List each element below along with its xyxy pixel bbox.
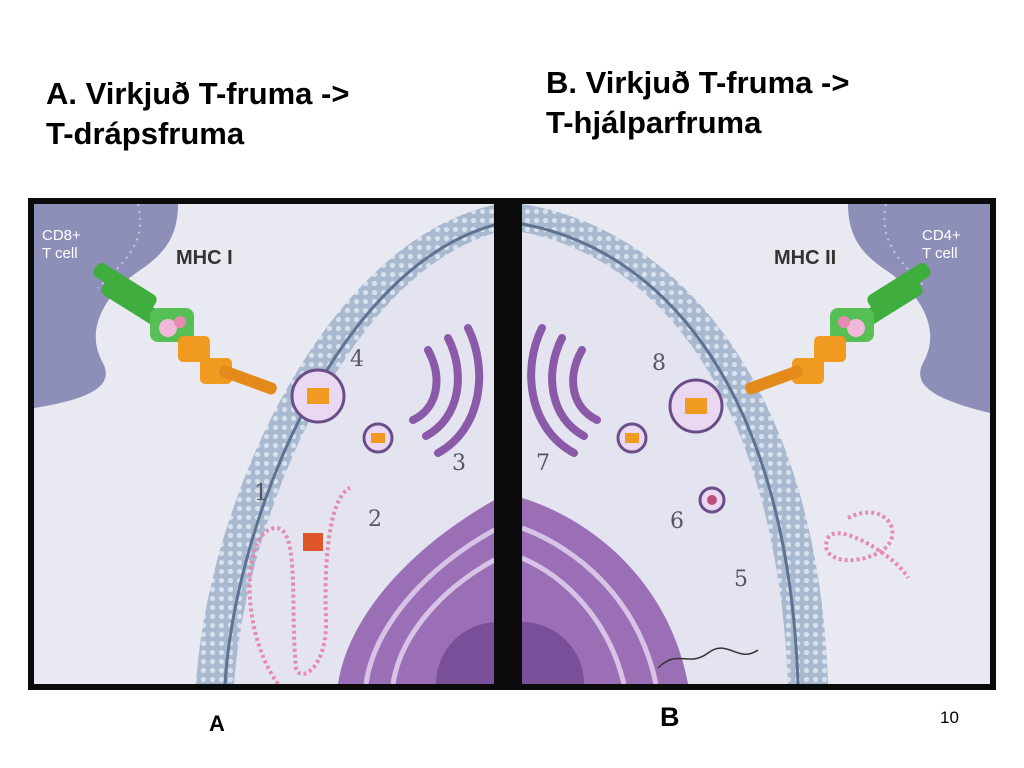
step-number: 7: [536, 451, 550, 476]
panel-b-label: B: [660, 702, 680, 732]
t-cell-label-a: T cell: [42, 245, 78, 262]
page-number: 10: [940, 708, 959, 727]
step-number: 5: [734, 567, 748, 592]
title-a: A. Virkjuð T-fruma -> T-drápsfruma: [46, 74, 349, 154]
step-number: 1: [254, 481, 268, 506]
panel-a-label: A: [209, 711, 225, 736]
protein-chain-1: [247, 486, 352, 684]
antigen-presentation-figure: 1 2 3 4 CD8+ T cell MHC I: [28, 198, 996, 690]
title-b-line1: B. Virkjuð T-fruma ->: [546, 65, 850, 100]
title-b-line2: T-hjálparfruma: [546, 105, 762, 140]
panel-b: 5 6 7 8 CD4+ T cell MHC II: [522, 204, 990, 684]
step-number: 8: [652, 351, 666, 376]
mhc-i-molecule-a: [159, 316, 277, 395]
panel-b-membrane-line: [522, 222, 800, 684]
nucleus-a: [436, 622, 494, 684]
panel-a: 1 2 3 4 CD8+ T cell MHC I: [34, 204, 494, 684]
nucleus-b: [522, 622, 584, 684]
artist-signature: [657, 647, 759, 669]
cd8-label: CD8+: [42, 227, 81, 244]
panel-divider: [494, 198, 522, 690]
mhc-ii-label: MHC II: [774, 247, 836, 269]
step-number: 2: [368, 507, 382, 532]
extracellular-protein: [824, 510, 910, 580]
proteasome: [303, 533, 323, 551]
title-b: B. Virkjuð T-fruma -> T-hjálparfruma: [546, 63, 849, 143]
step-number: 6: [670, 509, 684, 534]
mhc-ii-molecule-b: [745, 316, 865, 395]
cd4-t-cell: [848, 204, 990, 413]
golgi-a: [409, 324, 484, 457]
er-a: [338, 500, 494, 684]
step-number: 4: [350, 347, 364, 372]
title-a-line1: A. Virkjuð T-fruma ->: [46, 76, 350, 111]
mhc-i-label: MHC I: [176, 247, 233, 269]
title-a-line2: T-drápsfruma: [46, 116, 245, 151]
er-b: [522, 498, 688, 684]
cd4-label: CD4+: [922, 227, 961, 244]
t-cell-label-b: T cell: [922, 245, 958, 262]
step-number: 3: [452, 451, 466, 476]
cd8-t-cell: [34, 204, 178, 408]
golgi-b: [527, 324, 601, 457]
